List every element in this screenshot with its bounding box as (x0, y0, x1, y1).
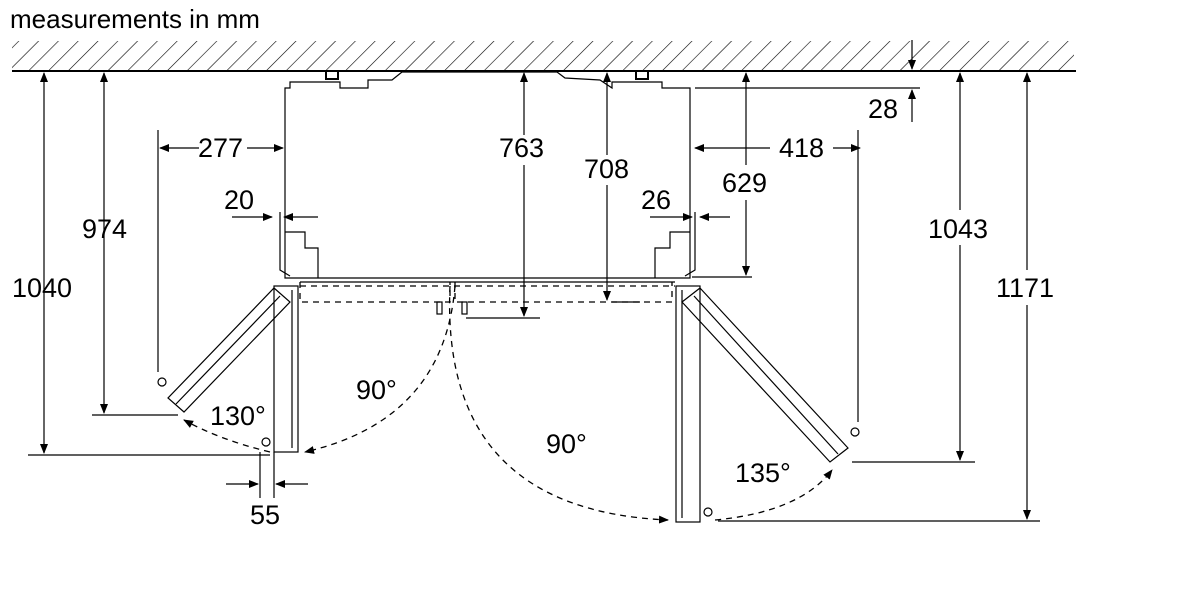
left-door-130 (157, 287, 291, 413)
dim-418: 418 (779, 133, 824, 163)
dim-1040: 1040 (12, 273, 72, 303)
wall (12, 41, 1076, 72)
extension-lines (28, 87, 1040, 522)
dim-28: 28 (868, 94, 898, 124)
dim-26: 26 (641, 185, 671, 215)
fridge-body (279, 70, 696, 287)
dim-20: 20 (224, 185, 254, 215)
angle-130: 130° (210, 401, 266, 431)
right-door-90 (675, 285, 713, 523)
dim-763: 763 (499, 133, 544, 163)
right-door-135 (681, 287, 860, 463)
dim-708: 708 (584, 154, 629, 184)
angle-90-left: 90° (356, 375, 397, 405)
left-door-90 (261, 285, 299, 453)
dim-629: 629 (722, 168, 767, 198)
angle-90-right: 90° (546, 429, 587, 459)
wall-spacer-left (325, 70, 339, 80)
dim-1171: 1171 (996, 273, 1054, 303)
angle-135: 135° (735, 458, 791, 488)
dim-277: 277 (198, 133, 243, 163)
handle-right (461, 301, 468, 315)
dim-1043: 1043 (928, 214, 988, 244)
doors-closed-outline (299, 282, 673, 315)
handle-left (436, 301, 443, 315)
diagram-title: measurements in mm (10, 4, 260, 34)
angle-labels: 130° 90° 90° 135° (210, 375, 791, 488)
dim-55: 55 (250, 500, 280, 530)
dimension-labels: 1040 974 277 20 763 708 629 26 418 28 10… (12, 94, 1054, 530)
dim-974: 974 (82, 214, 127, 244)
dimension-lines (40, 40, 1031, 520)
swing-arcs (183, 285, 833, 524)
wall-spacer-right (635, 70, 649, 80)
